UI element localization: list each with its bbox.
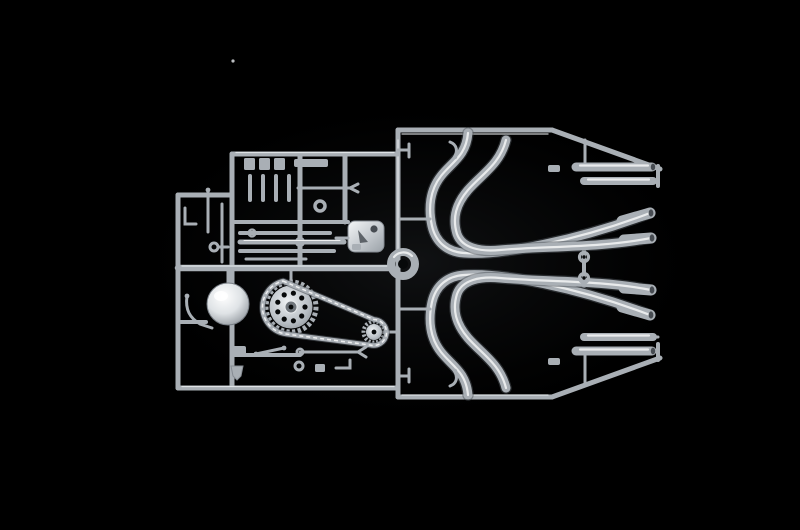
shield-emblem — [230, 365, 244, 381]
rod-eye — [295, 347, 305, 357]
pipe-sheen — [453, 276, 653, 390]
pulley-hole — [318, 204, 322, 208]
washer — [293, 360, 305, 372]
drive-chain — [259, 277, 390, 349]
gearbox-marking — [358, 230, 368, 243]
small-block — [315, 364, 325, 372]
t-lever — [196, 188, 220, 234]
headlamp-dome — [206, 282, 250, 326]
grommet-hole — [582, 276, 586, 280]
sprocket-hole — [299, 295, 305, 301]
hub-hole — [288, 304, 294, 310]
t-bracket — [396, 367, 411, 384]
hook-ball — [452, 368, 458, 374]
gearbox-cover — [334, 220, 385, 253]
t-bracket — [396, 142, 411, 159]
pipe-opening — [648, 311, 654, 319]
small-fittings-right — [396, 140, 591, 388]
small-pulley — [313, 199, 327, 213]
gearbox-tab — [352, 244, 361, 250]
chain-links — [261, 280, 388, 347]
flat-plate — [294, 159, 328, 167]
washer-hole — [297, 364, 301, 368]
ring-sheen — [392, 251, 414, 259]
sprocket-hole — [290, 318, 296, 324]
exhaust-header-upper-outer — [449, 134, 657, 257]
exhaust-pipes — [398, 127, 657, 401]
muffler-cylinders-bottom — [548, 333, 660, 387]
headlamp-bowl — [206, 267, 250, 326]
sprocket-hole — [281, 292, 287, 298]
ring-hole — [398, 259, 408, 269]
hook-ball — [452, 154, 458, 160]
small-block — [259, 158, 270, 170]
pipe-opening — [649, 286, 655, 294]
grommet-hole — [582, 255, 586, 259]
small-block — [274, 158, 285, 170]
sprue-runner — [549, 355, 663, 400]
hub-hole — [371, 329, 377, 335]
rod-collar — [247, 228, 257, 238]
pipe-opening — [649, 234, 655, 242]
mounting-ring — [387, 248, 419, 280]
pipe-sheen — [453, 138, 653, 252]
small-block — [244, 158, 255, 170]
wire-ball — [184, 293, 190, 299]
exhaust-header-lower-outer — [449, 271, 657, 394]
sprocket-hole — [275, 309, 281, 315]
angle-bracket — [183, 206, 198, 226]
sprocket-hole — [275, 299, 281, 305]
lever-ball — [205, 187, 211, 193]
small-block — [232, 346, 246, 357]
sprocket-hole — [290, 290, 296, 296]
sprocket-hole — [302, 304, 308, 310]
angle-bracket — [334, 358, 352, 370]
dust-speck — [231, 59, 235, 63]
gearbox-boss — [370, 225, 378, 233]
side-stand-wire — [185, 294, 214, 330]
pipe-clamp — [548, 165, 560, 172]
pipe-clamp — [548, 358, 560, 365]
rod-fork-end — [348, 182, 360, 194]
pipe-opening — [648, 209, 654, 217]
left-column-parts — [183, 187, 230, 330]
rod-fork-end — [356, 345, 368, 359]
small-fittings-bottom — [230, 345, 368, 381]
dome-highlight — [214, 291, 228, 301]
sprocket-hole — [299, 313, 305, 319]
pipe-opening — [650, 163, 656, 171]
grommet-ring — [577, 250, 591, 264]
lever-ball — [281, 345, 287, 351]
small-lever — [254, 346, 286, 356]
lever-ball — [253, 351, 259, 357]
sprocket-hole — [281, 316, 287, 322]
muffler-cylinders-top — [548, 138, 660, 185]
small-fittings-top — [244, 158, 360, 213]
pipe-opening — [650, 347, 656, 355]
rod-collar — [294, 236, 306, 248]
linkage-rods — [237, 228, 347, 261]
grommet-ring — [577, 271, 591, 285]
